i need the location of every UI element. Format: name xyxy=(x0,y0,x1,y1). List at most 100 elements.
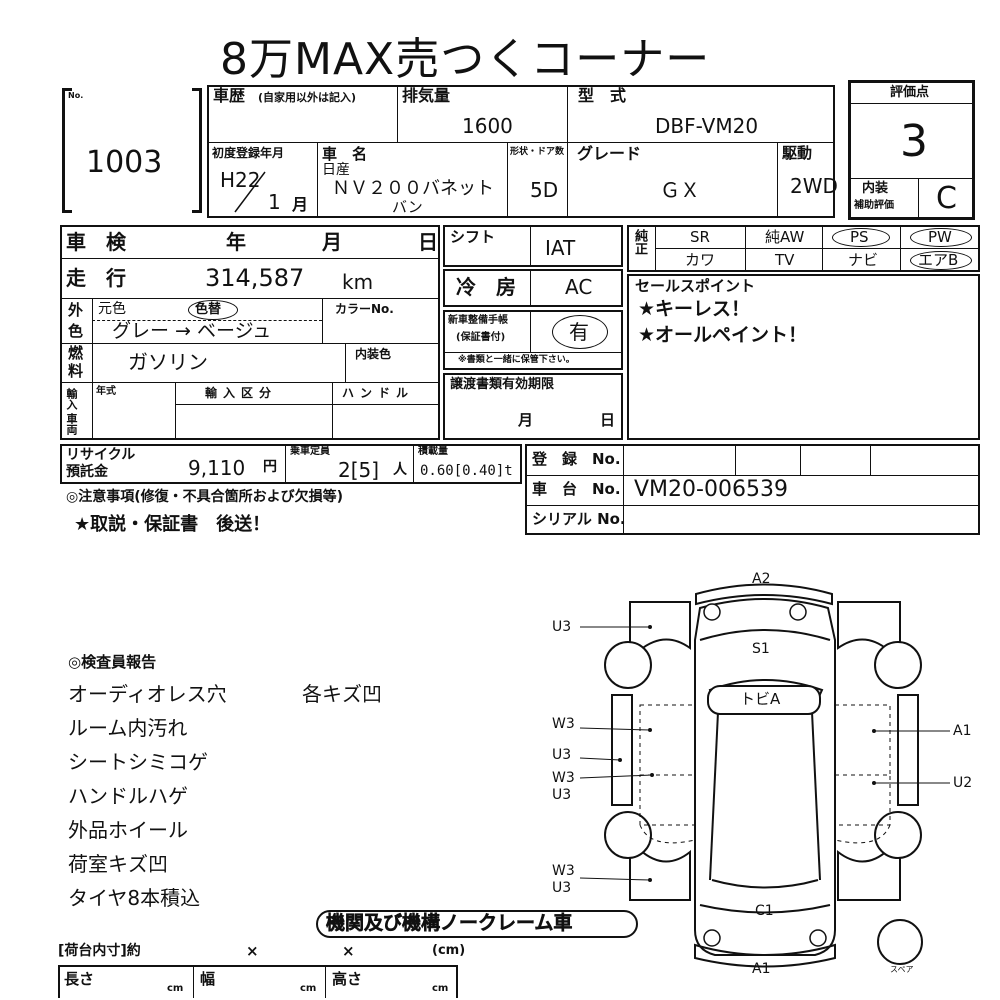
drive-label: 駆動 xyxy=(782,144,813,162)
registration-month-unit: 月 xyxy=(292,195,309,214)
service-book-value: 有 xyxy=(569,320,589,344)
spec-grid xyxy=(60,225,440,440)
car-maker: 日産 xyxy=(322,162,350,178)
inspector-line-4: ハンドルハゲ xyxy=(68,784,188,808)
equipment-ps: PS xyxy=(850,228,869,246)
diagram-label-a1-bottom: A1 xyxy=(752,961,771,977)
service-book-label-1: 新車整備手帳 xyxy=(448,315,508,326)
equipment-navi: ナビ xyxy=(848,251,879,269)
sales-points-label: セールスポイント xyxy=(635,277,756,295)
fuel-value: ガソリン xyxy=(128,350,208,374)
import-handle-label: ハンドル xyxy=(342,386,415,400)
vehicle-info-grid xyxy=(207,85,835,218)
model-label: 型 式 xyxy=(578,86,627,105)
cargo-length-unit: cm xyxy=(167,983,184,994)
equipment-pw: PW xyxy=(928,228,952,246)
right-rear-quarter xyxy=(837,849,901,901)
chassis-no-value: VM20-006539 xyxy=(634,477,788,502)
color-value: グレー → ベージュ xyxy=(112,320,272,342)
color-label-2: 色 xyxy=(68,322,84,340)
spare-tire xyxy=(877,919,923,965)
mileage-value: 314,587 xyxy=(205,264,305,292)
car-name-label: 車 名 xyxy=(322,145,368,163)
mileage-label: 走 行 xyxy=(66,266,126,290)
interior-score-label: 内装 xyxy=(862,181,889,196)
drive-value: 2WD xyxy=(790,174,838,198)
recycle-unit: 円 xyxy=(263,459,277,475)
diagram-label-w3-a: W3 xyxy=(552,716,575,732)
diagram-label-w3-c: W3 xyxy=(552,863,575,879)
import-class-label: 輸入区分 xyxy=(205,386,278,400)
registration-label: 初度登録年月 xyxy=(212,146,285,160)
inspector-line-1: オーディオレス穴 xyxy=(68,682,227,706)
capacity-label: 乗車定員 xyxy=(290,446,330,457)
equipment-pw-circle xyxy=(910,228,972,247)
color-label-1: 外 xyxy=(68,301,84,319)
load-value: 0.60[0.40]t xyxy=(420,463,513,479)
service-book-note: ※書類と一緒に保管下さい。 xyxy=(458,355,575,365)
inspector-line-7: タイヤ8本積込 xyxy=(68,886,201,910)
inspector-label: ◎検査員報告 xyxy=(68,653,157,671)
cargo-unit: (cm) xyxy=(432,943,466,958)
page-title: 8万MAX売つくコーナー xyxy=(220,34,711,85)
transfer-docs-month: 月 xyxy=(518,411,534,429)
cargo-height-label: 高さ xyxy=(332,970,363,988)
transfer-docs-day: 日 xyxy=(600,411,616,429)
diagram-label-u2: U2 xyxy=(953,775,973,791)
recycle-box xyxy=(60,444,522,484)
sales-points-box xyxy=(627,274,980,440)
lot-number-label: No. xyxy=(68,91,84,100)
equipment-tv: TV xyxy=(775,251,795,269)
aircon-box xyxy=(443,269,623,307)
diagram-label-spare: スペア xyxy=(890,965,914,974)
recycle-label-1: リサイクル xyxy=(66,447,136,463)
sales-point-2: ★オールペイント！ xyxy=(638,324,808,346)
wheel-rear-right xyxy=(874,811,922,859)
left-side-panel xyxy=(611,694,633,806)
right-side-panel xyxy=(897,694,919,806)
equipment-label-1: 純正 xyxy=(632,229,647,255)
cargo-width-unit: cm xyxy=(300,983,317,994)
inspection-label: 車 検 xyxy=(66,230,126,254)
score-box xyxy=(848,80,975,220)
rear-bumper xyxy=(694,943,836,968)
grade-value: ＧＸ xyxy=(660,178,700,202)
registration-era: H22 xyxy=(220,168,261,192)
doors-value: 5D xyxy=(530,178,559,202)
registration-numbers-grid xyxy=(525,444,980,535)
diagram-label-c1: C1 xyxy=(755,903,774,919)
service-book-box xyxy=(443,310,623,370)
inspector-line-5: 外品ホイール xyxy=(68,818,188,842)
chassis-no-label: 車 台 No. xyxy=(532,480,621,498)
transfer-docs-label: 譲渡書類有効期限 xyxy=(450,377,555,392)
front-bumper xyxy=(695,583,833,606)
cargo-x2: × xyxy=(342,942,355,960)
inspector-line-2: ルーム内汚れ xyxy=(68,716,188,740)
registration-no-label: 登 録 No. xyxy=(532,450,621,468)
left-front-fender xyxy=(629,601,691,651)
lot-number: 1003 xyxy=(86,145,163,180)
no-claim-banner xyxy=(316,910,638,938)
diagram-label-a2: A2 xyxy=(752,571,771,587)
fuel-label-1: 燃 xyxy=(68,344,84,362)
equipment-airbag-circle xyxy=(910,251,972,270)
inspector-line-extra: 各キズ凹 xyxy=(302,682,382,706)
doors-label: 形状・ドア数 xyxy=(510,147,565,157)
original-color-label: 元色 xyxy=(98,301,126,317)
service-book-circle xyxy=(552,315,608,349)
transfer-docs-box xyxy=(443,373,623,440)
wheel-front-right xyxy=(874,641,922,689)
car-sub: バン xyxy=(392,198,423,216)
notes-text: ★取説・保証書 後送！ xyxy=(74,514,271,535)
equipment-sr: SR xyxy=(690,228,710,246)
color-changed-circle xyxy=(188,300,238,320)
model-value: DBF-VM20 xyxy=(655,114,759,138)
notes-label: ◎注意事項(修復・不具合箇所および欠損等) xyxy=(66,489,344,505)
import-label-1: 輸入 xyxy=(65,388,78,410)
lot-number-box: No. 1003 xyxy=(62,88,202,213)
recycle-value: 9,110 xyxy=(188,456,246,480)
color-code-label: カラーNo. xyxy=(335,302,394,316)
equipment-leather: カワ xyxy=(685,251,716,269)
cargo-label: [荷台内寸]約 xyxy=(58,943,141,959)
car-body xyxy=(694,598,836,956)
